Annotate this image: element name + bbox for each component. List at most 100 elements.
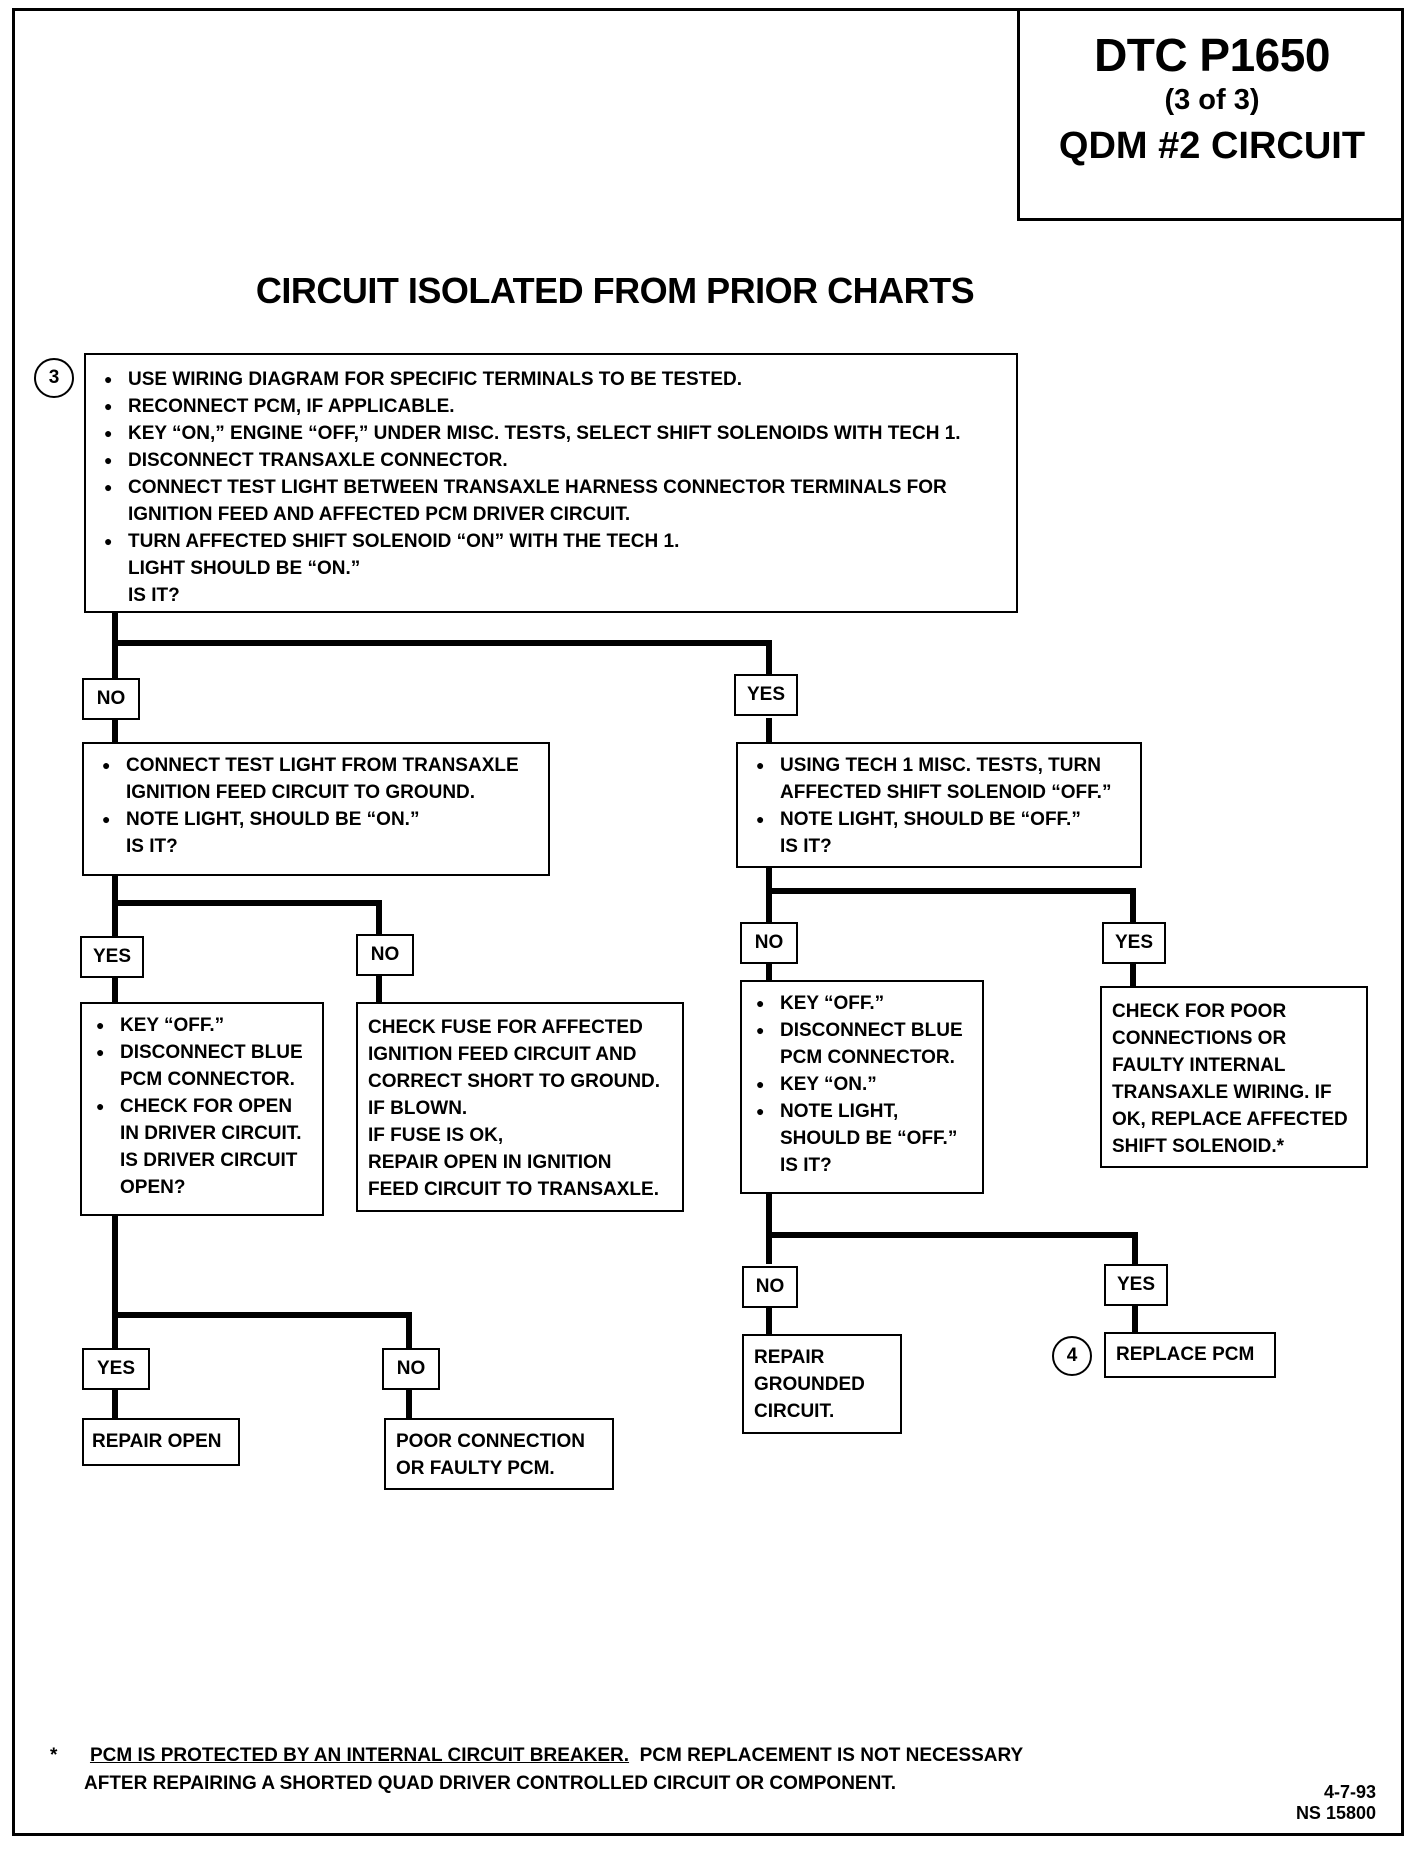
check-fuse-line: IF FUSE IS OK, [368, 1125, 504, 1146]
poor-connections-line: TRANSAXLE WIRING. IF [1112, 1082, 1332, 1103]
repair-open-box: REPAIR OPEN [82, 1418, 240, 1466]
check-fuse-line: IF BLOWN. [368, 1098, 468, 1119]
step-3-expected: LIGHT SHOULD BE “ON.” [128, 558, 361, 579]
step-3-bullet: USE WIRING DIAGRAM FOR SPECIFIC TERMINAL… [98, 366, 1004, 393]
step-3-question: IS IT? [128, 585, 180, 606]
left-check-bullet: NOTE LIGHT, SHOULD BE “ON.” [96, 806, 536, 833]
driver-circuit-question: IS DRIVER CIRCUIT [120, 1150, 298, 1171]
connector-line [376, 900, 382, 936]
footnote-line-2: AFTER REPAIRING A SHORTED QUAD DRIVER CO… [84, 1773, 897, 1794]
pcm-connector-bullet: DISCONNECT BLUE PCM CONNECTOR. [750, 1017, 970, 1071]
left-check-question: IS IT? [126, 836, 178, 857]
check-fuse-line: IGNITION FEED CIRCUIT AND [368, 1044, 637, 1065]
repair-grounded-line: REPAIR [754, 1347, 825, 1368]
connector-line [112, 972, 118, 1002]
chart-heading: CIRCUIT ISOLATED FROM PRIOR CHARTS [255, 270, 975, 311]
step-3-bullet: DISCONNECT TRANSAXLE CONNECTOR. [98, 447, 1004, 474]
connector-line [766, 1306, 772, 1336]
connector-line [406, 1386, 412, 1418]
repair-grounded-line: CIRCUIT. [754, 1401, 835, 1422]
connector-line [766, 718, 772, 742]
connector-line [766, 1232, 1138, 1238]
connector-line [766, 866, 772, 922]
connector-line [112, 1212, 118, 1352]
yes-label: YES [734, 674, 798, 716]
yes-label: YES [82, 1348, 150, 1390]
document-number: NS 15800 [1295, 1803, 1376, 1823]
left-check-box: CONNECT TEST LIGHT FROM TRANSAXLE IGNITI… [82, 742, 550, 876]
poor-connections-line: CONNECTIONS OR [1112, 1028, 1287, 1049]
no-label: NO [82, 678, 140, 720]
no-label: NO [742, 1266, 798, 1308]
connector-line [766, 640, 772, 676]
connector-line [766, 888, 1136, 894]
connector-line [112, 640, 772, 646]
pcm-connector-bullet: KEY “ON.” [750, 1071, 970, 1098]
poor-connection-box: POOR CONNECTION OR FAULTY PCM. [384, 1418, 614, 1490]
right-check-bullet: USING TECH 1 MISC. TESTS, TURN AFFECTED … [750, 752, 1128, 806]
page-frame [12, 8, 1404, 1836]
connector-line [112, 612, 118, 684]
footnote: * PCM IS PROTECTED BY AN INTERNAL CIRCUI… [50, 1742, 1023, 1798]
step-3-bullet: TURN AFFECTED SHIFT SOLENOID “ON” WITH T… [98, 528, 1004, 555]
poor-connections-line: SHIFT SOLENOID.* [1112, 1136, 1285, 1157]
circuit-name: QDM #2 CIRCUIT [1058, 125, 1366, 167]
connector-line [112, 1388, 118, 1420]
no-label: NO [382, 1348, 440, 1390]
connector-line [766, 960, 772, 982]
repair-grounded-box: REPAIR GROUNDED CIRCUIT. [742, 1334, 902, 1434]
driver-circuit-question-2: OPEN? [120, 1177, 186, 1198]
page-index: (3 of 3) [1164, 84, 1260, 116]
yes-label: YES [1102, 922, 1166, 964]
step-3-bullet: KEY “ON,” ENGINE “OFF,” UNDER MISC. TEST… [98, 420, 1004, 447]
connector-line [112, 720, 118, 744]
pcm-connector-question: IS IT? [780, 1155, 832, 1176]
document-date: 4-7-93 [1323, 1782, 1376, 1802]
check-fuse-line: FEED CIRCUIT TO TRANSAXLE. [368, 1179, 659, 1200]
connector-line [112, 874, 118, 944]
pcm-connector-bullet: NOTE LIGHT, SHOULD BE “OFF.” [750, 1098, 970, 1152]
no-label: NO [356, 934, 414, 976]
driver-circuit-bullet: DISCONNECT BLUE PCM CONNECTOR. [90, 1039, 310, 1093]
no-label: NO [740, 922, 798, 964]
driver-circuit-box: KEY “OFF.” DISCONNECT BLUE PCM CONNECTOR… [80, 1002, 324, 1216]
connector-line [1130, 888, 1136, 922]
pcm-connector-bullet: KEY “OFF.” [750, 990, 970, 1017]
check-fuse-line: CHECK FUSE FOR AFFECTED [368, 1017, 643, 1038]
check-fuse-box: CHECK FUSE FOR AFFECTED IGNITION FEED CI… [356, 1002, 684, 1212]
connector-line [766, 1192, 772, 1264]
replace-pcm-box: REPLACE PCM [1104, 1332, 1276, 1378]
connector-line [1132, 1302, 1138, 1336]
check-fuse-line: CORRECT SHORT TO GROUND. [368, 1071, 661, 1092]
dtc-code: DTC P1650 [1094, 29, 1330, 81]
poor-connections-box: CHECK FOR POOR CONNECTIONS OR FAULTY INT… [1100, 986, 1368, 1168]
connector-line [376, 972, 382, 1002]
poor-connections-line: FAULTY INTERNAL [1112, 1055, 1286, 1076]
driver-circuit-bullet: CHECK FOR OPEN IN DRIVER CIRCUIT. [90, 1093, 310, 1147]
document-code: 4-7-93 NS 15800 [1296, 1782, 1376, 1824]
footnote-underlined: PCM IS PROTECTED BY AN INTERNAL CIRCUIT … [89, 1745, 630, 1766]
connector-line [1130, 960, 1136, 986]
step-3-bullet: RECONNECT PCM, IF APPLICABLE. [98, 393, 1004, 420]
yes-label: YES [80, 936, 144, 978]
poor-connections-line: OK, REPLACE AFFECTED [1112, 1109, 1348, 1130]
footnote-star: * [50, 1745, 58, 1766]
driver-circuit-bullet: KEY “OFF.” [90, 1012, 310, 1039]
connector-line [112, 900, 382, 906]
pcm-connector-box: KEY “OFF.” DISCONNECT BLUE PCM CONNECTOR… [740, 980, 984, 1194]
yes-label: YES [1104, 1264, 1168, 1306]
poor-connection-line: POOR CONNECTION [396, 1431, 585, 1452]
right-check-box: USING TECH 1 MISC. TESTS, TURN AFFECTED … [736, 742, 1142, 868]
step-3-bullet: CONNECT TEST LIGHT BETWEEN TRANSAXLE HAR… [98, 474, 1004, 528]
step-3-marker: 3 [34, 358, 74, 398]
repair-grounded-line: GROUNDED [754, 1374, 865, 1395]
footnote-rest: PCM REPLACEMENT IS NOT NECESSARY [629, 1745, 1024, 1766]
connector-line [1132, 1232, 1138, 1264]
step-4-marker: 4 [1052, 1336, 1092, 1376]
title-block: DTC P1650 (3 of 3) QDM #2 CIRCUIT [1017, 8, 1404, 221]
poor-connections-line: CHECK FOR POOR [1112, 1001, 1287, 1022]
check-fuse-line: REPAIR OPEN IN IGNITION [368, 1152, 612, 1173]
step-3-box: USE WIRING DIAGRAM FOR SPECIFIC TERMINAL… [84, 353, 1018, 613]
poor-connection-line: OR FAULTY PCM. [396, 1458, 555, 1479]
left-check-bullet: CONNECT TEST LIGHT FROM TRANSAXLE IGNITI… [96, 752, 536, 806]
